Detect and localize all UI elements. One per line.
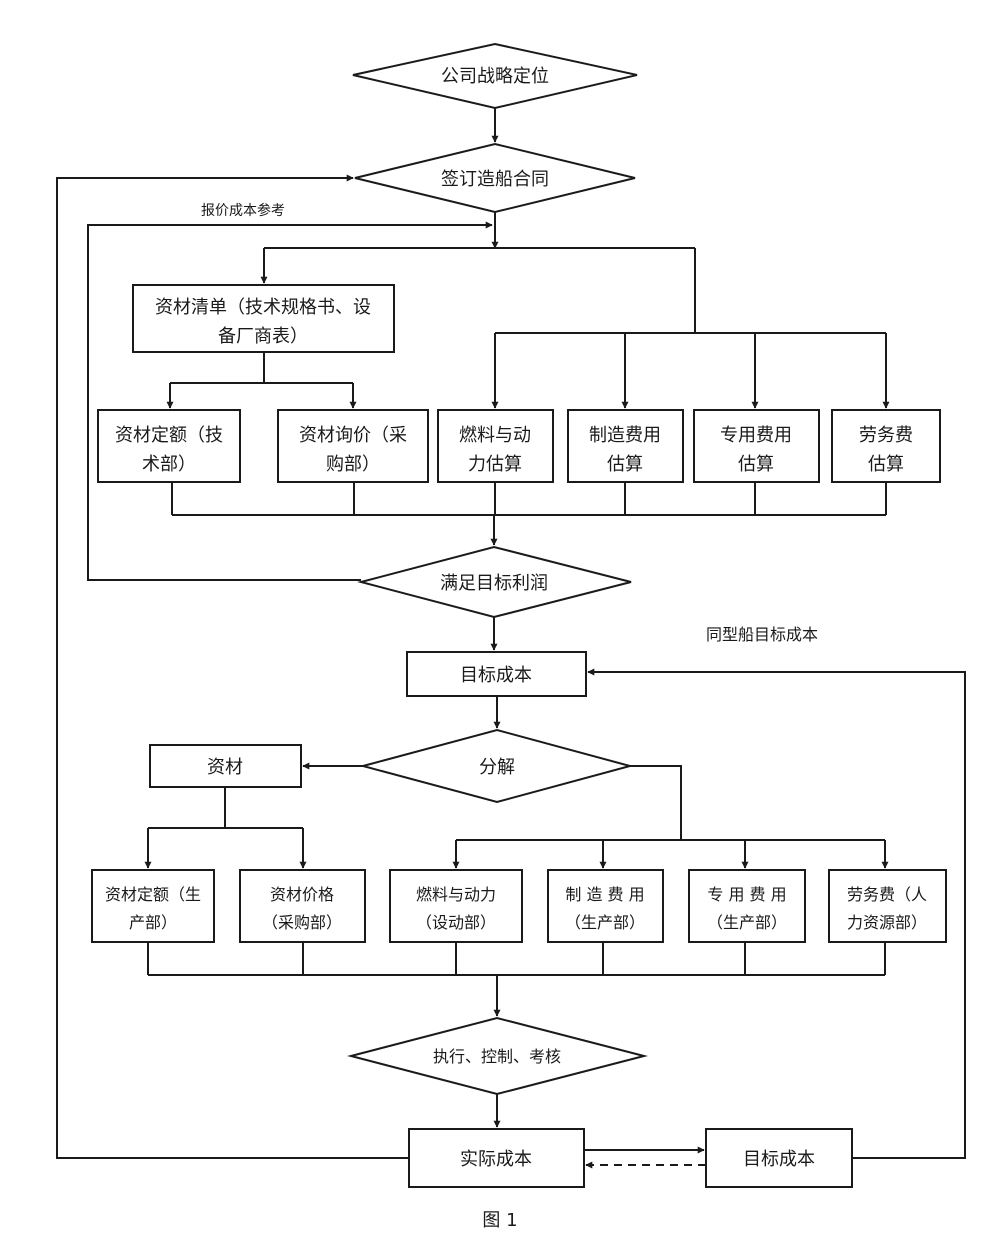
labor-est-label-line2: 估算 xyxy=(868,454,904,475)
material-quota-prod-box xyxy=(91,869,215,943)
labor-cost-label-line2: 力资源部） xyxy=(847,913,927,932)
material-price-label-line1: 资材价格 xyxy=(270,885,334,904)
material-quota-prod-label-line2: 产部） xyxy=(129,913,177,932)
target-cost-label: 目标成本 xyxy=(460,665,532,686)
labor-est-box xyxy=(831,409,941,483)
quote-reference-edge-label: 报价成本参考 xyxy=(201,202,285,219)
material-quota-tech-box xyxy=(97,409,241,483)
arrow-actual-feedback-to-contract xyxy=(56,174,409,1159)
decompose-label: 分解 xyxy=(479,757,515,778)
special-cost-label-line1: 专 用 费 用 xyxy=(707,885,786,904)
arrow-quote-feedback xyxy=(87,221,493,581)
special-est-label-line2: 估算 xyxy=(738,454,774,475)
material-quota-prod-label-line1: 资材定额（生 xyxy=(105,885,201,904)
execute-diamond xyxy=(347,1016,648,1096)
special-cost-label-line2: （生产部） xyxy=(707,913,787,932)
figure-caption: 图 1 xyxy=(482,1210,517,1231)
actual-cost-box xyxy=(408,1128,585,1188)
profit-check-diamond xyxy=(357,545,632,619)
material-list-label-line2: 备厂商表） xyxy=(218,326,308,347)
strategy-diamond xyxy=(352,42,638,110)
special-est-box xyxy=(693,409,820,483)
profit-check-label: 满足目标利润 xyxy=(440,573,548,594)
material-quota-tech-label-line1: 资材定额（技 xyxy=(115,425,223,446)
target-cost-box xyxy=(406,651,587,697)
special-est-label-line1: 专用费用 xyxy=(720,425,792,446)
manufacture-cost-label-line2: （生产部） xyxy=(565,913,645,932)
labor-cost-box xyxy=(828,869,947,943)
strategy-label: 公司战略定位 xyxy=(441,66,549,87)
material-price-label-line2: （采购部） xyxy=(262,913,342,932)
fuel-power-est-label-line2: 力估算 xyxy=(468,454,522,475)
execute-label: 执行、控制、考核 xyxy=(433,1047,561,1066)
contract-label: 签订造船合同 xyxy=(441,169,549,190)
material-inquiry-label-line1: 资材询价（采 xyxy=(299,425,407,446)
fuel-power-label-line2: （设动部） xyxy=(416,913,496,932)
materials-box xyxy=(149,744,302,788)
material-list-label-line1: 资材清单（技术规格书、设 xyxy=(155,297,371,318)
fuel-power-est-label-line1: 燃料与动 xyxy=(459,425,531,446)
arrow-same-type-feedback xyxy=(587,668,966,1159)
same-type-target-edge-label: 同型船目标成本 xyxy=(706,625,818,644)
manufacture-cost-box xyxy=(547,869,664,943)
fuel-power-box xyxy=(389,869,523,943)
contract-diamond xyxy=(354,142,636,214)
fuel-power-label-line1: 燃料与动力 xyxy=(416,885,496,904)
target-cost-2-label: 目标成本 xyxy=(743,1149,815,1170)
manufacture-est-label-line1: 制造费用 xyxy=(589,425,661,446)
special-cost-box xyxy=(688,869,806,943)
decompose-right-line xyxy=(630,765,682,840)
labor-est-label-line1: 劳务费 xyxy=(859,425,913,446)
manufacture-est-label-line2: 估算 xyxy=(607,454,643,475)
material-inquiry-label-line2: 购部） xyxy=(326,454,380,475)
actual-cost-label: 实际成本 xyxy=(460,1149,532,1170)
materials-label: 资材 xyxy=(207,757,243,778)
labor-cost-label-line1: 劳务费（人 xyxy=(847,885,927,904)
manufacture-cost-label-line1: 制 造 费 用 xyxy=(565,885,644,904)
material-list-box xyxy=(132,284,395,353)
material-quota-tech-label-line2: 术部） xyxy=(142,454,196,475)
